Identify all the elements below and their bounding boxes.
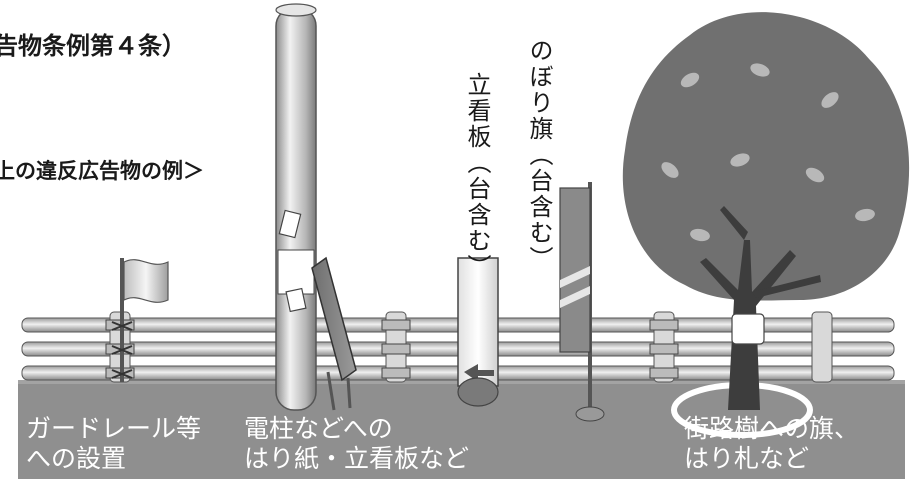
- street-tree: [622, 12, 910, 410]
- standing-sign: [457, 257, 499, 407]
- standing-sign-label: 立看板（台含む）: [463, 72, 491, 280]
- caption-street-tree: 街路樹への旗、 はり札など: [684, 414, 860, 473]
- nobori-flag: [559, 182, 605, 422]
- leaning-board: [311, 256, 357, 411]
- caption-utility-pole: 電柱などへの はり紙・立看板など: [244, 414, 470, 473]
- utility-pole: [275, 3, 317, 411]
- banner-flag-label: のぼり旗（台含む）: [525, 38, 553, 272]
- header-line-2: 上の違反広告物の例＞: [0, 159, 204, 183]
- caption-guardrail: ガードレール等 への設置: [26, 414, 202, 473]
- header-line-1: 告物条例第４条）: [0, 32, 186, 60]
- guardrail-flag: [111, 258, 169, 382]
